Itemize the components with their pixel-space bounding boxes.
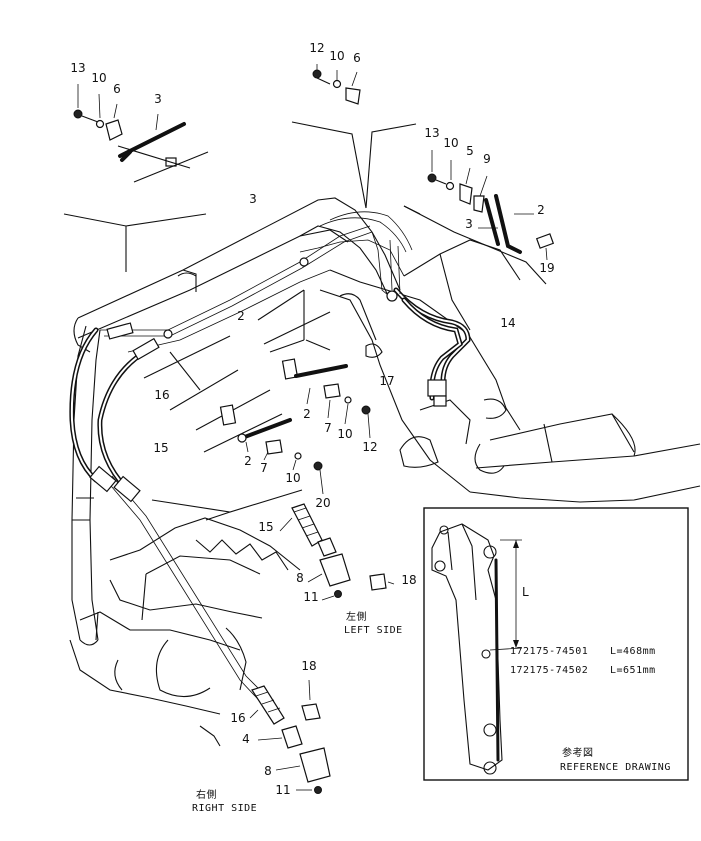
swing-frame [69,517,301,747]
callout-13: 13 [424,126,439,140]
left-side-kanji: 左側 [346,610,367,623]
detail-top-left [73,84,209,183]
callout-6: 6 [353,51,361,65]
callout-10: 10 [329,49,344,63]
boom-cylinder [71,325,101,646]
dimension-letter: L [522,585,529,599]
left-side-label: LEFT SIDE [344,625,403,636]
callout-10: 10 [285,471,300,485]
callout-11: 11 [303,590,318,604]
callout-8: 8 [296,571,304,585]
callout-17: 17 [379,374,394,388]
right-side-kanji: 右側 [196,788,217,801]
reference-kanji: 参考図 [562,746,594,759]
section-brackets [63,121,547,521]
callout-7: 7 [260,461,268,475]
part-number-b: 172175-74502 [510,665,588,676]
callout-13: 13 [70,61,85,75]
callout-14: 14 [500,316,515,330]
callout-15: 15 [258,520,273,534]
callout-6: 6 [113,82,121,96]
right-side-label: RIGHT SIDE [192,803,257,814]
reference-drawing-label: REFERENCE DRAWING [560,762,671,773]
callout-7: 7 [324,421,332,435]
callout-15: 15 [153,441,168,455]
callout-2: 2 [244,454,252,468]
part-length-a: L=468mm [610,646,656,657]
callout-8: 8 [264,764,272,778]
callout-18: 18 [301,659,316,673]
callout-2: 2 [237,309,245,323]
callout-10: 10 [91,71,106,85]
detail-right-side-switch [249,679,331,794]
callout-2: 2 [303,407,311,421]
callout-4: 4 [242,732,250,746]
callout-10: 10 [443,136,458,150]
callout-3: 3 [154,92,162,106]
callout-11: 11 [275,783,290,797]
boom-assembly [73,197,701,503]
callout-2: 2 [537,203,545,217]
reference-drawing-box [423,507,689,781]
hose-runs [69,211,471,713]
cylinder-fittings [89,257,447,503]
callout-5: 5 [466,144,474,158]
callout-16: 16 [154,388,169,402]
callout-3: 3 [249,192,257,206]
detail-top-center [312,64,361,105]
part-number-a: 172175-74501 [510,646,588,657]
callout-19: 19 [539,261,554,275]
detail-right-top [427,150,555,261]
part-length-b: L=651mm [610,665,656,676]
callout-10: 10 [337,427,352,441]
callout-12: 12 [362,440,377,454]
detail-center-clamps [219,358,371,495]
callout-9: 9 [483,152,491,166]
callout-18: 18 [401,573,416,587]
detail-left-side-switch [279,503,395,601]
callout-16: 16 [230,711,245,725]
callout-20: 20 [315,496,330,510]
callout-3: 3 [465,217,473,231]
callout-12: 12 [309,41,324,55]
